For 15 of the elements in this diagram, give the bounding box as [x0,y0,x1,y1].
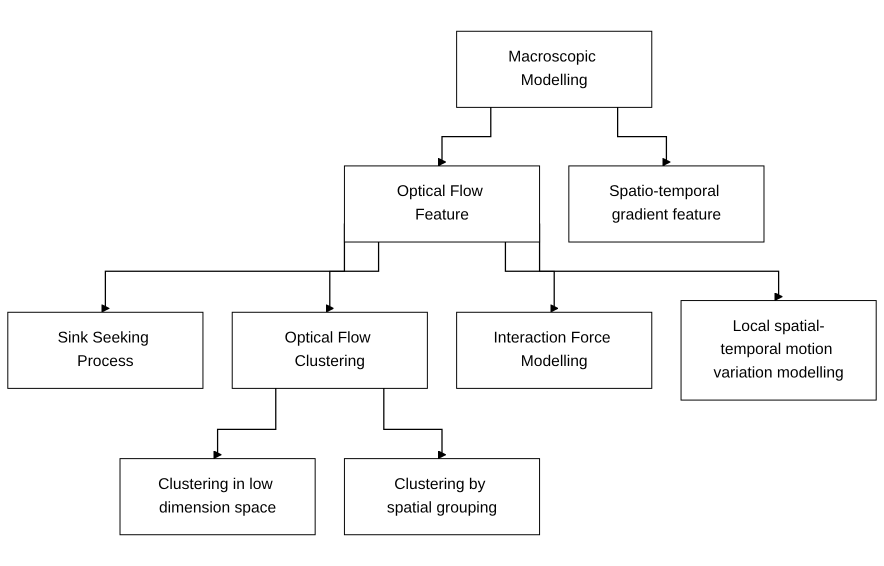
node-box: Optical Flow Feature [344,165,540,242]
arrow [213,388,276,460]
node-box: Spatio-temporal gradient feature [568,165,764,242]
node-box: Macroscopic Modelling [456,30,652,108]
node-box: Local spatial-temporal motion variation modelling [680,300,877,401]
node-box: Clustering by spatial grouping [344,458,540,536]
arrow [383,388,446,460]
node-box: Clustering in low dimension space [120,458,316,536]
arrow [617,107,671,166]
arrow [438,107,492,166]
node-box: Interaction Force Modelling [456,312,652,389]
arrow [326,242,380,313]
arrow [504,242,558,313]
node-box: Sink Seeking Process [7,312,204,389]
node-box: Optical Flow Clustering [232,312,428,389]
